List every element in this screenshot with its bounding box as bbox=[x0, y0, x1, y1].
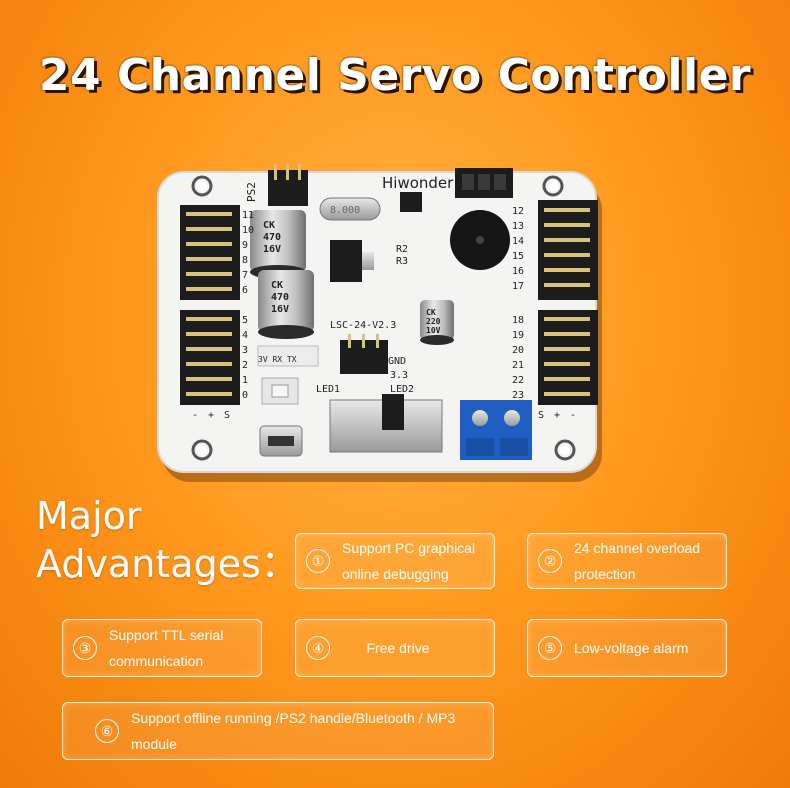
pin-num: 2 bbox=[242, 360, 248, 371]
advantage-card-5: ⑤ Low-voltage alarm bbox=[527, 619, 727, 677]
pin-num: 1 bbox=[242, 375, 248, 386]
cap1-l1: CK bbox=[263, 220, 275, 231]
cap2-l3: 16V bbox=[271, 304, 289, 315]
pin-num: 5 bbox=[242, 315, 248, 326]
advantage-card-1: ① Support PC graphical online debugging bbox=[295, 533, 495, 589]
pin-num: 14 bbox=[512, 236, 524, 247]
cap3-l2: 220 bbox=[426, 317, 441, 326]
number-badge: ③ bbox=[73, 636, 97, 660]
cap3-l3: 10V bbox=[426, 326, 441, 335]
pin-num: 13 bbox=[512, 221, 524, 232]
board-crystal: 8.000 bbox=[330, 205, 360, 216]
number-badge: ② bbox=[538, 549, 562, 573]
cap2-l2: 470 bbox=[271, 292, 289, 303]
advantage-card-3: ③ Support TTL serial communication bbox=[62, 619, 262, 677]
cap2-l1: CK bbox=[271, 280, 283, 291]
board-brand: Hiwonder bbox=[382, 174, 454, 192]
number-badge: ④ bbox=[306, 636, 330, 660]
polarity-left-s: S bbox=[224, 410, 230, 421]
number-badge: ⑤ bbox=[538, 636, 562, 660]
led2-label: LED2 bbox=[390, 384, 414, 395]
pin-num: 15 bbox=[512, 251, 524, 262]
gnd-label: GND bbox=[388, 356, 406, 367]
pin-num: 12 bbox=[512, 206, 524, 217]
pin-num: 23 bbox=[512, 390, 524, 401]
led1-label: LED1 bbox=[316, 384, 340, 395]
pin-num: 8 bbox=[242, 255, 248, 266]
pin-num: 18 bbox=[512, 315, 524, 326]
polarity-right-plus: + bbox=[554, 410, 560, 421]
page-title: 24 Channel Servo Controller bbox=[38, 50, 752, 101]
r-label-1: R2 bbox=[396, 244, 408, 255]
pin-num: 7 bbox=[242, 270, 248, 281]
board-ps2: PS2 bbox=[245, 182, 258, 202]
pin-num: 11 bbox=[242, 210, 254, 221]
pin-num: 3 bbox=[242, 345, 248, 356]
pin-num: 19 bbox=[512, 330, 524, 341]
cap3-l1: CK bbox=[426, 308, 436, 317]
pin-num: 4 bbox=[242, 330, 248, 341]
number-badge: ⑥ bbox=[95, 719, 119, 743]
board-model: LSC-24-V2.3 bbox=[330, 320, 396, 331]
pin-num: 16 bbox=[512, 266, 524, 277]
capacitors bbox=[250, 210, 454, 345]
board-svg: Hiwonder PS2 8.000 LSC-24-V2.3 R2 R3 GND… bbox=[157, 164, 602, 482]
advantage-card-6: ⑥ Support offline running /PS2 handle/Bl… bbox=[62, 702, 494, 760]
servo-controller-board-image: Hiwonder PS2 8.000 LSC-24-V2.3 R2 R3 GND… bbox=[150, 160, 610, 490]
advantage-text: Support TTL serial communication bbox=[109, 627, 224, 669]
r-label-2: R3 bbox=[396, 256, 408, 267]
advantage-card-2: ② 24 channel overload protection bbox=[527, 533, 727, 589]
pin-num: 21 bbox=[512, 360, 524, 371]
cap1-l2: 470 bbox=[263, 232, 281, 243]
pin-num: 10 bbox=[242, 225, 254, 236]
advantage-text: Support offline running /PS2 handle/Blue… bbox=[131, 710, 456, 752]
polarity-right-s: S bbox=[538, 410, 544, 421]
section-title: Major Advantages： bbox=[36, 494, 299, 586]
polarity-left-minus: - bbox=[192, 410, 198, 421]
cap1-l3: 16V bbox=[263, 244, 281, 255]
right-headers bbox=[538, 200, 598, 405]
advantage-text: Support PC graphical online debugging bbox=[342, 540, 476, 582]
advantage-text: Free drive bbox=[366, 640, 430, 656]
pin-num: 0 bbox=[242, 390, 248, 401]
pin-num: 17 bbox=[512, 281, 524, 292]
advantage-text: 24 channel overload protection bbox=[574, 540, 701, 582]
polarity-right-minus: - bbox=[570, 410, 576, 421]
pin-num: 22 bbox=[512, 375, 524, 386]
number-badge: ① bbox=[306, 549, 330, 573]
polarity-left-plus: + bbox=[208, 410, 214, 421]
pin-num: 6 bbox=[242, 285, 248, 296]
v33-label: 3.3 bbox=[390, 370, 408, 381]
advantage-card-4: ④ Free drive bbox=[295, 619, 495, 677]
pin-num: 9 bbox=[242, 240, 248, 251]
left-headers bbox=[180, 205, 240, 405]
pin-header-label: 3V RX TX bbox=[258, 355, 297, 364]
advantage-text: Low-voltage alarm bbox=[574, 640, 689, 656]
pin-num: 20 bbox=[512, 345, 524, 356]
